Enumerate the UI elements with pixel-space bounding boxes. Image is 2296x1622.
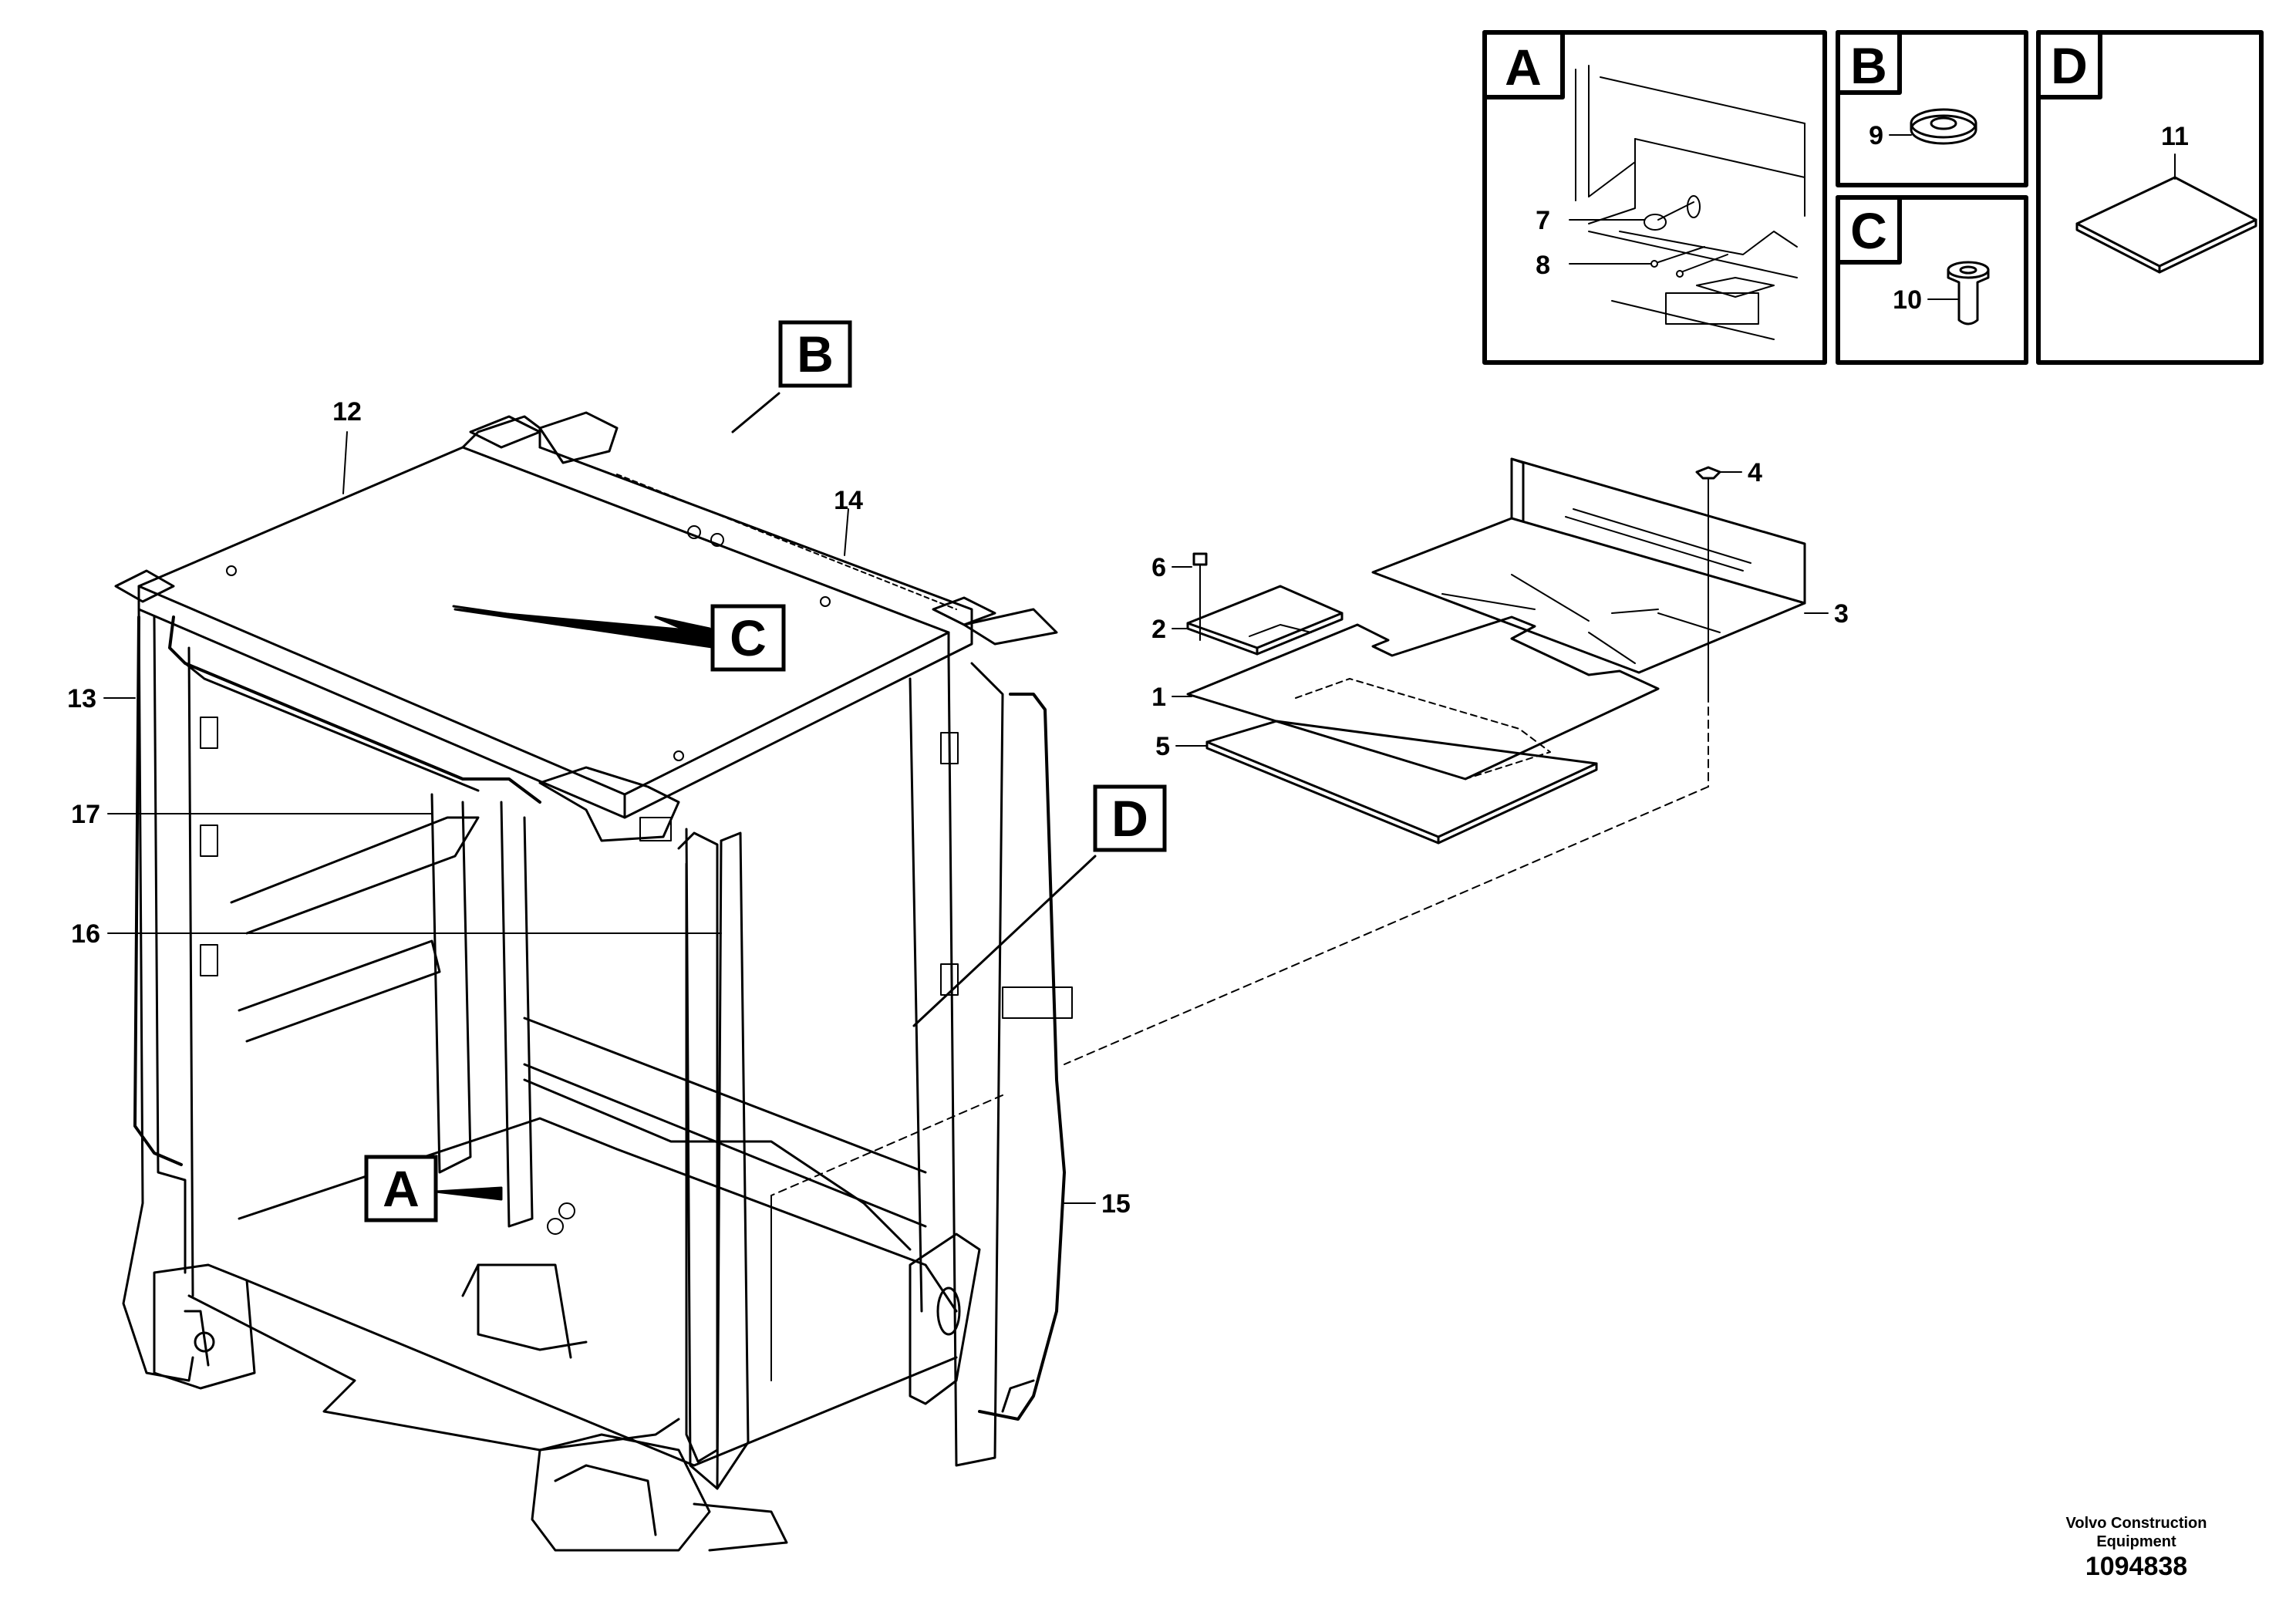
leader-lines xyxy=(103,431,1829,1381)
callout-16: 16 xyxy=(71,919,100,949)
callout-11: 11 xyxy=(2161,122,2189,151)
callout-9: 9 xyxy=(1869,121,1883,150)
callout-2: 2 xyxy=(1151,615,1166,644)
plug-icon xyxy=(1947,261,1990,325)
brand-line-2: Equipment xyxy=(2096,1533,2176,1550)
view-marker-d-label: D xyxy=(1111,790,1148,847)
callout-12: 12 xyxy=(332,397,362,427)
view-marker-c: C xyxy=(710,604,786,672)
callout-3: 3 xyxy=(1834,599,1849,629)
part-3-floor-mat xyxy=(1371,457,1806,674)
view-marker-b-label: B xyxy=(797,325,834,383)
inset-panel-c xyxy=(1836,195,2028,365)
view-marker-c-label: C xyxy=(730,609,767,666)
view-marker-b: B xyxy=(778,320,852,388)
inset-panel-c-label: C xyxy=(1850,202,1887,259)
callout-1: 1 xyxy=(1151,683,1166,712)
callout-4: 4 xyxy=(1748,458,1762,487)
callout-7: 7 xyxy=(1536,206,1550,235)
pad-icon xyxy=(2075,176,2257,274)
callout-8: 8 xyxy=(1536,251,1550,280)
brand-line-1: Volvo Construction xyxy=(2065,1515,2207,1532)
inset-panel-a-label: A xyxy=(1505,39,1542,96)
view-marker-a-label: A xyxy=(383,1160,420,1217)
part-2-plate xyxy=(1186,585,1344,656)
inset-panel-a xyxy=(1482,30,1827,365)
grommet-icon xyxy=(1910,108,1977,145)
view-marker-d: D xyxy=(1093,784,1167,852)
callout-5: 5 xyxy=(1155,732,1170,761)
part-1-panel xyxy=(1186,615,1660,781)
callout-15: 15 xyxy=(1101,1189,1131,1219)
callout-14: 14 xyxy=(834,486,863,515)
part-5-pad xyxy=(1205,720,1598,845)
inset-panel-b-label: B xyxy=(1850,37,1887,94)
document-number: 1094838 xyxy=(2085,1552,2188,1581)
callout-6: 6 xyxy=(1151,553,1166,582)
inset-panel-b xyxy=(1836,30,2028,187)
callout-17: 17 xyxy=(71,800,100,829)
part-4-bolt xyxy=(1695,466,1742,695)
view-arrows xyxy=(434,392,1097,1201)
brand-text: Volvo Construction Equipment xyxy=(2048,1514,2225,1551)
part-6-screw xyxy=(1192,552,1208,641)
callout-13: 13 xyxy=(67,684,96,713)
inset-panel-d xyxy=(2036,30,2264,365)
callout-10: 10 xyxy=(1893,285,1922,315)
cab-frame xyxy=(114,411,1073,1552)
inset-panel-d-label: D xyxy=(2051,37,2088,94)
view-marker-a: A xyxy=(364,1155,438,1222)
